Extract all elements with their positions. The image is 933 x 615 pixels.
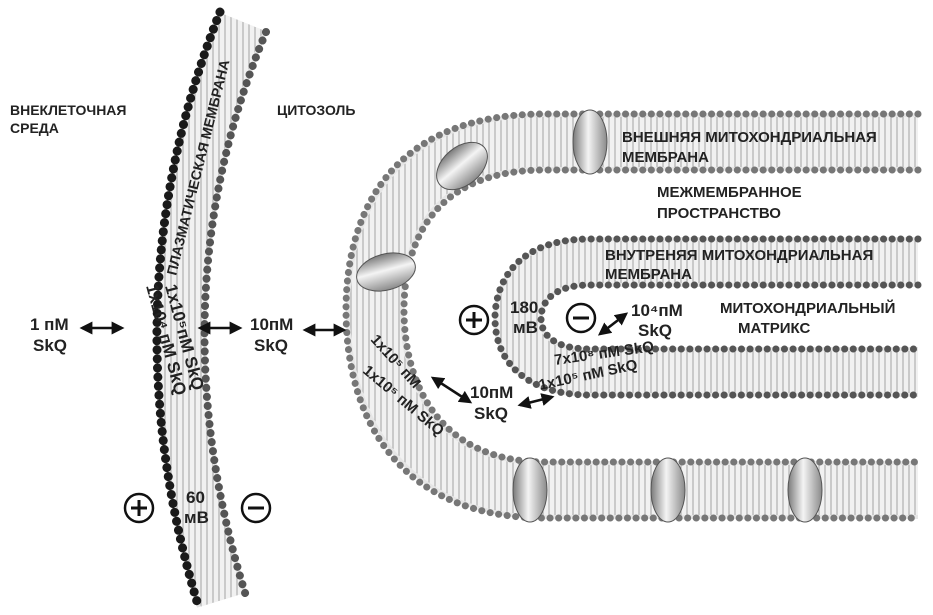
matrix-conc-value: 10⁴пМ — [631, 301, 683, 320]
intermembrane-conc-compound: SkQ — [474, 404, 508, 423]
inner-membrane-label-2: МЕМБРАНА — [605, 266, 692, 283]
double-arrow-icon — [517, 393, 555, 409]
intermembrane-label-1: МЕЖМЕМБРАННОЕ — [657, 184, 802, 201]
mito-potential-unit: мВ — [513, 318, 538, 337]
plasma-potential-value: 60 — [186, 488, 205, 507]
protein-channel — [787, 457, 823, 523]
plus-sign-icon — [123, 492, 155, 524]
minus-sign-icon — [565, 302, 597, 334]
protein-channel — [650, 457, 686, 523]
intermembrane-conc-value: 10пМ — [470, 383, 513, 402]
cytosol-label: ЦИТОЗОЛЬ — [277, 102, 355, 118]
matrix-label-1: МИТОХОНДРИАЛЬНЫЙ — [720, 299, 895, 317]
inner-mitochondrial-membrane — [491, 235, 922, 399]
intermembrane-label-2: ПРОСТРАНСТВО — [657, 205, 781, 222]
inner-membrane-label-1: ВНУТРЕНЯЯ МИТОХОНДРИАЛЬНАЯ — [605, 247, 873, 264]
matrix-label-2: МАТРИКС — [738, 320, 810, 337]
outside-conc-value: 1 пМ — [30, 315, 69, 334]
outer-membrane-label-2: МЕМБРАНА — [622, 149, 709, 166]
plus-sign-icon — [458, 304, 490, 336]
membrane-proteins — [356, 109, 823, 523]
mito-potential-value: 180 — [510, 298, 538, 317]
cytosol-conc-value: 10пМ — [250, 315, 293, 334]
matrix-conc-compound: SkQ — [638, 321, 672, 340]
protein-channel — [436, 141, 488, 191]
protein-channel — [356, 252, 416, 292]
cytosol-conc-compound: SkQ — [254, 336, 288, 355]
double-arrow-icon — [430, 376, 473, 404]
plasma-membrane — [152, 7, 270, 610]
protein-channel — [572, 109, 608, 175]
outer-membrane-label-1: ВНЕШНЯЯ МИТОХОНДРИАЛЬНАЯ — [622, 129, 877, 146]
plasma-potential-unit: мВ — [184, 508, 209, 527]
double-arrow-icon — [597, 312, 629, 336]
protein-channel — [512, 457, 548, 523]
minus-sign-icon — [240, 492, 272, 524]
outside-conc-compound: SkQ — [33, 336, 67, 355]
extracellular-label-1: ВНЕКЛЕТОЧНАЯ — [10, 102, 126, 118]
extracellular-label-2: СРЕДА — [10, 120, 59, 136]
